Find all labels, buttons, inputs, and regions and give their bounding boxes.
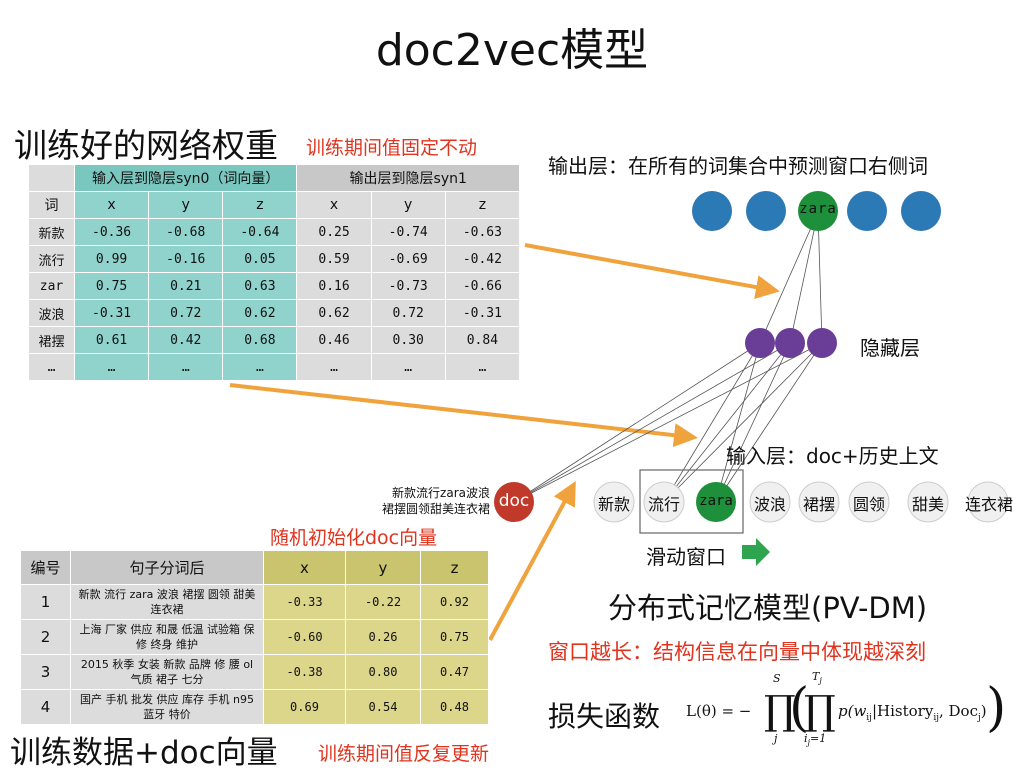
input-node — [593, 481, 635, 523]
close-paren-icon: ) — [986, 678, 1007, 738]
page-title: doc2vec模型 — [375, 25, 649, 76]
col-header: x — [296, 191, 372, 219]
group-header-syn0: 输入层到隐层syn0（词向量） — [73, 164, 298, 192]
col-header: x — [73, 191, 150, 219]
hidden-nodes — [745, 328, 837, 358]
doc-node-label: doc — [498, 491, 530, 511]
sliding-window-box — [639, 469, 744, 534]
doc-source-text: 新款流行zara波浪 裙摆圆领甜美连衣裙 — [381, 486, 490, 516]
group-header-syn1: 输出层到隐层syn1 — [296, 164, 520, 192]
input-word: zara — [699, 493, 733, 509]
input-node — [907, 481, 949, 523]
input-word: 波浪 — [753, 495, 786, 514]
col-header: z — [444, 191, 521, 219]
input-nodes — [494, 481, 1009, 523]
doc-node — [494, 482, 534, 522]
input-node — [967, 481, 1009, 523]
col-header: z — [420, 550, 489, 585]
table-corner — [28, 164, 75, 192]
col-header: z — [222, 191, 298, 219]
col-header: y — [370, 191, 446, 219]
window-note: 窗口越长：结构信息在向量中体现越深刻 — [548, 640, 926, 664]
input-node — [798, 481, 840, 523]
green-arrow-icon — [742, 538, 770, 566]
col-header: x — [263, 550, 346, 585]
training-data-table: 编号 句子分词后 x y z 1 新款 流行 zara 波浪 裙摆 圆领 甜美 … — [20, 550, 489, 725]
input-node-zara — [696, 482, 736, 522]
sliding-window-label: 滑动窗口 — [646, 545, 726, 569]
col-header: y — [148, 191, 224, 219]
arrow-weights-to-output — [524, 243, 780, 299]
input-word: 新款 — [597, 495, 630, 514]
input-word: 甜美 — [911, 495, 944, 514]
hidden-node — [745, 328, 775, 358]
weights-table: 输入层到隐层syn0（词向量） 输出层到隐层syn1 词 x y z x y z… — [28, 164, 521, 381]
table-row: 流行 0.99 -0.16 0.05 0.59 -0.69 -0.42 — [28, 245, 521, 273]
output-nodes — [692, 191, 941, 231]
output-node-label: zara — [799, 201, 837, 217]
table-row: 裙摆 0.61 0.42 0.68 0.46 0.30 0.84 — [28, 326, 521, 354]
table-row: 3 2015 秋季 女装 新款 品牌 修 腰 ol 气质 裙子 七分 -0.38… — [20, 654, 489, 690]
output-node — [692, 191, 732, 231]
loss-label: 损失函数 — [548, 700, 661, 733]
table-row: zar 0.75 0.21 0.63 0.16 -0.73 -0.66 — [28, 272, 521, 300]
hidden-node — [807, 328, 837, 358]
input-word: 圆领 — [852, 495, 885, 514]
hidden-layer-label: 隐藏层 — [860, 336, 920, 360]
input-node — [749, 481, 791, 523]
output-node — [901, 191, 941, 231]
loss-formula: L(θ) = − ∏ S j ( ∏ Tj ij=1 p(wij|History… — [686, 670, 1007, 748]
table-row: 新款 -0.36 -0.68 -0.64 0.25 -0.74 -0.63 — [28, 218, 521, 246]
table-row: 2 上海 厂家 供应 和晟 低温 试验箱 保修 终身 维护 -0.60 0.26… — [20, 619, 489, 655]
input-word: 连衣裙 — [964, 495, 1013, 514]
input-word: 流行 — [647, 495, 680, 514]
model-name: 分布式记忆模型(PV-DM) — [608, 591, 928, 625]
data-note: 训练期间值反复更新 — [318, 743, 490, 765]
table-row: 1 新款 流行 zara 波浪 裙摆 圆领 甜美 连衣裙 -0.33 -0.22… — [20, 584, 489, 620]
arrow-data-to-doc — [488, 480, 576, 641]
hidden-node — [775, 328, 805, 358]
product-icon: ∏ — [804, 688, 836, 734]
orange-arrows — [229, 243, 780, 641]
table-row: … … … … … … … — [28, 353, 521, 381]
init-note: 随机初始化doc向量 — [270, 527, 438, 549]
col-header-word: 词 — [28, 191, 75, 219]
output-node — [847, 191, 887, 231]
table-row: 波浪 -0.31 0.72 0.62 0.62 0.72 -0.31 — [28, 299, 521, 327]
input-layer-label: 输入层：doc+历史上文 — [726, 444, 939, 468]
output-node — [746, 191, 786, 231]
table-row: 4 国产 手机 批发 供应 库存 手机 n95 蓝牙 特价 0.69 0.54 … — [20, 689, 489, 725]
arrow-weights-to-input — [229, 383, 698, 448]
product-icon: ∏ — [764, 688, 796, 734]
col-header: 句子分词后 — [70, 550, 264, 585]
weights-note: 训练期间值固定不动 — [306, 137, 478, 159]
output-node-zara — [798, 191, 838, 231]
connection-lines — [513, 211, 823, 503]
open-paren-icon: ( — [789, 678, 810, 738]
col-header: 编号 — [20, 550, 71, 585]
input-node — [848, 481, 890, 523]
weights-heading: 训练好的网络权重 — [14, 126, 278, 165]
input-word: 裙摆 — [802, 495, 835, 514]
col-header: y — [345, 550, 421, 585]
output-layer-label: 输出层：在所有的词集合中预测窗口右侧词 — [548, 154, 928, 178]
input-node — [643, 481, 685, 523]
data-heading: 训练数据+doc向量 — [10, 735, 278, 771]
